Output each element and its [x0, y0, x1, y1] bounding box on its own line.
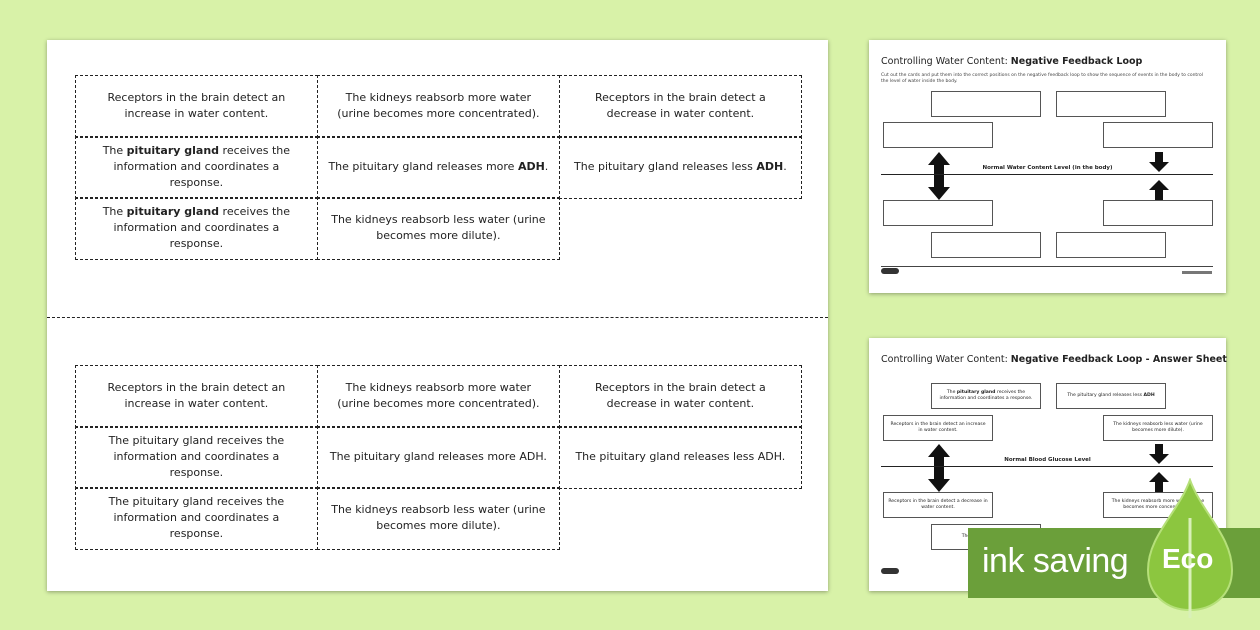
- brand-logo-icon: [881, 568, 899, 574]
- card-kidneys-reabsorb-more: The kidneys reabsorb more water (urine b…: [317, 75, 560, 138]
- card-text: The pituitary gland releases less ADH.: [575, 450, 786, 464]
- answer-box-kidneys-less: The kidneys reabsorb less water (urine b…: [1103, 415, 1213, 441]
- empty-box: [883, 200, 993, 226]
- footer-url-mark: [1182, 271, 1212, 274]
- card-receptors-decrease: Receptors in the brain detect a decrease…: [559, 75, 802, 138]
- card-kidneys-reabsorb-less: The kidneys reabsorb less water (urine b…: [317, 197, 560, 260]
- answer-box-receptors-increase: Receptors in the brain detect an increas…: [883, 415, 993, 441]
- converging-arrows-icon: [1149, 444, 1169, 492]
- card-text: The pituitary gland receives the informa…: [108, 495, 285, 541]
- card-pituitary-more-adh: The pituitary gland releases more ADH.: [317, 136, 560, 199]
- card-set-bottom: Receptors in the brain detect an increas…: [75, 365, 802, 550]
- title-plain: Controlling Water Content:: [881, 354, 1011, 365]
- answer-box-less-adh: The pituitary gland releases less ADH: [1056, 383, 1166, 409]
- normal-level-label: Normal Water Content Level (in the body): [982, 165, 1113, 171]
- answer-box-receptors-decrease: Receptors in the brain detect a decrease…: [883, 492, 993, 518]
- double-arrow-icon: [928, 152, 950, 200]
- card-text: Receptors in the brain detect a decrease…: [594, 381, 766, 411]
- normal-level-line: [881, 466, 1213, 467]
- card-receptors-increase: Receptors in the brain detect an increas…: [75, 365, 318, 428]
- card-text: The pituitary gland releases more: [328, 160, 518, 174]
- empty-box: [931, 232, 1041, 258]
- converging-arrows-icon: [1149, 152, 1169, 200]
- card-kidneys-reabsorb-more: The kidneys reabsorb more water (urine b…: [317, 365, 560, 428]
- normal-level-label: Normal Blood Glucose Level: [1004, 457, 1091, 463]
- card-text: Receptors in the brain detect an increas…: [107, 381, 286, 411]
- cut-out-cards-sheet: Receptors in the brain detect an increas…: [47, 40, 828, 591]
- cut-line: [47, 317, 828, 318]
- empty-box: [1103, 122, 1213, 148]
- box-text: The: [961, 534, 972, 539]
- box-bold-term: pituitary gland: [956, 390, 996, 395]
- box-text: The pituitary gland releases less: [1067, 393, 1144, 398]
- card-text: The pituitary gland receives the informa…: [108, 434, 285, 480]
- card-pituitary-coordinates: The pituitary gland receives the informa…: [75, 197, 318, 260]
- card-pituitary-coordinates: The pituitary gland receives the informa…: [75, 136, 318, 199]
- sheet-instructions: Cut out the cards and put them into the …: [881, 73, 1203, 84]
- card-text: The kidneys reabsorb more water (urine b…: [337, 381, 540, 411]
- eco-label: Eco: [1162, 543, 1214, 574]
- card-text: The kidneys reabsorb more water (urine b…: [337, 91, 540, 121]
- card-text: Receptors in the brain detect an increas…: [107, 91, 286, 121]
- card-bold-term: pituitary gland: [126, 144, 220, 158]
- brand-logo-icon: [881, 268, 899, 274]
- card-text: The pituitary gland releases less: [574, 160, 757, 174]
- card-text: The kidneys reabsorb less water (urine b…: [331, 213, 546, 243]
- card-pituitary-less-adh: The pituitary gland releases less ADH.: [559, 426, 802, 489]
- card-bold-term: pituitary gland: [126, 205, 220, 219]
- ink-saving-text: ink saving: [982, 542, 1129, 580]
- card-receptors-decrease: Receptors in the brain detect a decrease…: [559, 365, 802, 428]
- title-plain: Controlling Water Content:: [881, 56, 1011, 67]
- card-text: .: [544, 160, 549, 174]
- normal-level-line: [881, 174, 1213, 175]
- title-bold: Negative Feedback Loop - Answer Sheet: [1010, 354, 1227, 365]
- card-text: .: [783, 160, 787, 174]
- card-text: The: [102, 144, 127, 158]
- feedback-loop-sheet-preview: Controlling Water Content: Negative Feed…: [869, 40, 1226, 293]
- box-bold-term: ADH: [1143, 393, 1155, 398]
- card-receptors-increase: Receptors in the brain detect an increas…: [75, 75, 318, 138]
- card-pituitary-less-adh: The pituitary gland releases less ADH.: [559, 136, 802, 199]
- double-arrow-icon: [928, 444, 950, 492]
- answer-box-pituitary: The pituitary gland receives the informa…: [931, 383, 1041, 409]
- sheet-title: Controlling Water Content: Negative Feed…: [881, 56, 1142, 67]
- card-bold-term: ADH: [517, 160, 545, 174]
- card-pituitary-coordinates: The pituitary gland receives the informa…: [75, 426, 318, 489]
- card-text: receives the information and coordinates…: [113, 205, 291, 251]
- card-text: The pituitary gland releases more ADH.: [329, 450, 547, 464]
- card-pituitary-coordinates: The pituitary gland receives the informa…: [75, 487, 318, 550]
- footer-line: [881, 266, 1213, 267]
- card-text: receives the information and coordinates…: [113, 144, 291, 190]
- card-pituitary-more-adh: The pituitary gland releases more ADH.: [317, 426, 560, 489]
- card-text: Receptors in the brain detect a decrease…: [594, 91, 766, 121]
- card-kidneys-reabsorb-less: The kidneys reabsorb less water (urine b…: [317, 487, 560, 550]
- empty-box: [1103, 200, 1213, 226]
- empty-box: [931, 91, 1041, 117]
- sheet-title: Controlling Water Content: Negative Feed…: [881, 354, 1227, 365]
- card-set-top: Receptors in the brain detect an increas…: [75, 75, 802, 260]
- box-text: The: [946, 390, 957, 395]
- title-bold: Negative Feedback Loop: [1010, 56, 1143, 67]
- empty-box: [1056, 232, 1166, 258]
- box-text: receives the information and coordinates…: [939, 390, 1033, 401]
- card-bold-term: ADH: [756, 160, 784, 174]
- card-text: The kidneys reabsorb less water (urine b…: [331, 503, 546, 533]
- eco-leaf-icon: [1146, 478, 1234, 618]
- empty-box: [883, 122, 993, 148]
- card-text: The: [102, 205, 127, 219]
- empty-box: [1056, 91, 1166, 117]
